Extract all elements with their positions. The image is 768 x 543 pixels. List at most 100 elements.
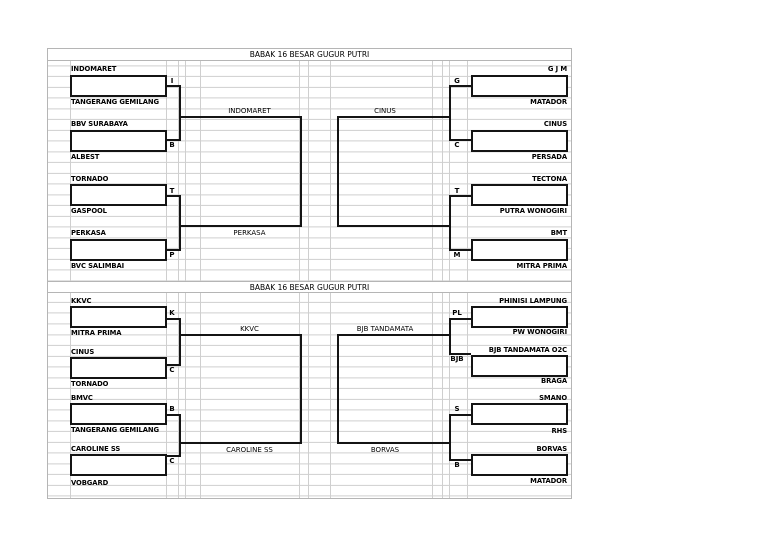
team-name: TANGERANG GEMILANG bbox=[71, 98, 159, 106]
team-name: G J M bbox=[547, 65, 567, 73]
bracket-line bbox=[450, 139, 471, 141]
score-box bbox=[471, 306, 568, 328]
bracket-line bbox=[449, 195, 451, 251]
round-winner-label: BORVAS bbox=[370, 446, 400, 454]
bracket-line bbox=[166, 364, 181, 366]
bracket-line bbox=[181, 442, 302, 444]
bracket-line bbox=[449, 85, 451, 141]
bracket-line bbox=[449, 414, 451, 461]
team-name: PUTRA WONOGIRI bbox=[499, 207, 567, 215]
team-name: BMT bbox=[550, 229, 567, 237]
bracket-line bbox=[337, 116, 339, 227]
team-name: MITRA PRIMA bbox=[71, 329, 122, 337]
team-name: BMVC bbox=[71, 394, 93, 402]
team-name: PW WONOGIRI bbox=[512, 328, 567, 336]
bracket-line bbox=[338, 334, 450, 336]
round-winner-label: CAROLINE SS bbox=[226, 446, 273, 454]
bracket-line bbox=[179, 414, 181, 457]
bracket-line bbox=[450, 85, 471, 87]
team-name: MATADOR bbox=[530, 477, 567, 485]
winner-initial: T bbox=[169, 187, 175, 195]
team-name: PERSADA bbox=[531, 153, 567, 161]
team-name: TANGERANG GEMILANG bbox=[71, 426, 159, 434]
round-winner-label: PERKASA bbox=[233, 229, 266, 237]
score-box bbox=[471, 184, 568, 206]
bracket-line bbox=[181, 225, 302, 227]
team-name: GASPOOL bbox=[71, 207, 107, 215]
round-winner-label: CINUS bbox=[374, 107, 396, 115]
team-name: SMANO bbox=[539, 394, 567, 402]
score-box bbox=[471, 355, 568, 377]
team-name: RHS bbox=[551, 427, 567, 435]
team-name: INDOMARET bbox=[71, 65, 117, 73]
team-name: BRAGA bbox=[540, 377, 567, 385]
winner-initial: K bbox=[169, 309, 175, 317]
round-winner-label: KKVC bbox=[240, 325, 259, 333]
score-box bbox=[70, 130, 167, 152]
team-name: ALBEST bbox=[71, 153, 100, 161]
bracket-line bbox=[179, 85, 181, 141]
winner-initial: B bbox=[169, 405, 175, 413]
score-box bbox=[471, 239, 568, 261]
bracket-line bbox=[450, 459, 471, 461]
score-box bbox=[471, 454, 568, 476]
winner-initial: S bbox=[454, 405, 460, 413]
bracket1-title: BABAK 16 BESAR GUGUR PUTRI bbox=[48, 49, 571, 61]
bracket-line bbox=[300, 116, 302, 227]
team-name: PERKASA bbox=[71, 229, 106, 237]
bracket-line bbox=[166, 249, 181, 251]
team-name: KKVC bbox=[71, 297, 92, 305]
team-name: MITRA PRIMA bbox=[516, 262, 568, 270]
bracket-line bbox=[179, 195, 181, 251]
score-box bbox=[70, 454, 167, 476]
bracket-line bbox=[181, 116, 302, 118]
bracket-line bbox=[449, 318, 451, 355]
winner-initial: B bbox=[169, 141, 175, 149]
team-name: CINUS bbox=[543, 120, 567, 128]
winner-initial: G bbox=[454, 77, 460, 85]
score-box bbox=[70, 357, 167, 379]
score-box bbox=[471, 75, 568, 97]
bracket-line bbox=[337, 334, 339, 444]
team-name: TORNADO bbox=[71, 380, 109, 388]
team-name: BJB TANDAMATA O2C bbox=[488, 346, 567, 354]
bracket-line bbox=[450, 195, 471, 197]
winner-initial: PL bbox=[452, 309, 462, 317]
team-name: CINUS bbox=[71, 348, 95, 356]
team-name: TECTONA bbox=[532, 175, 567, 183]
score-box bbox=[70, 403, 167, 425]
team-name: BVC SALIMBAI bbox=[71, 262, 125, 270]
score-box bbox=[70, 75, 167, 97]
winner-initial: BJB bbox=[450, 355, 464, 363]
bracket-line bbox=[450, 353, 471, 355]
team-name: PHINISI LAMPUNG bbox=[499, 297, 567, 305]
bracket-sheet: BABAK 16 BESAR GUGUR PUTRI INDOMARET TAN… bbox=[47, 48, 572, 499]
bracket-line bbox=[338, 442, 450, 444]
winner-initial: T bbox=[454, 187, 460, 195]
bracket-line bbox=[450, 249, 471, 251]
team-name: VOBGARD bbox=[71, 479, 109, 487]
bracket-line bbox=[338, 225, 450, 227]
bracket2-title: BABAK 16 BESAR GUGUR PUTRI bbox=[48, 281, 571, 293]
score-box bbox=[471, 403, 568, 425]
bracket-line bbox=[166, 85, 181, 87]
team-name: MATADOR bbox=[530, 98, 567, 106]
bracket-line bbox=[166, 195, 181, 197]
bracket-line bbox=[450, 414, 471, 416]
bracket-line bbox=[166, 318, 181, 320]
score-box bbox=[471, 130, 568, 152]
bracket-line bbox=[166, 139, 181, 141]
winner-initial: I bbox=[170, 77, 174, 85]
winner-initial: M bbox=[453, 251, 461, 259]
bracket-line bbox=[179, 318, 181, 366]
winner-initial: B bbox=[454, 461, 460, 469]
winner-initial: C bbox=[169, 366, 175, 374]
team-name: CAROLINE SS bbox=[71, 445, 121, 453]
bracket-line bbox=[166, 414, 181, 416]
round-winner-label: INDOMARET bbox=[228, 107, 271, 115]
bracket-line bbox=[338, 116, 450, 118]
score-box bbox=[70, 184, 167, 206]
score-box bbox=[70, 239, 167, 261]
winner-initial: P bbox=[169, 251, 175, 259]
